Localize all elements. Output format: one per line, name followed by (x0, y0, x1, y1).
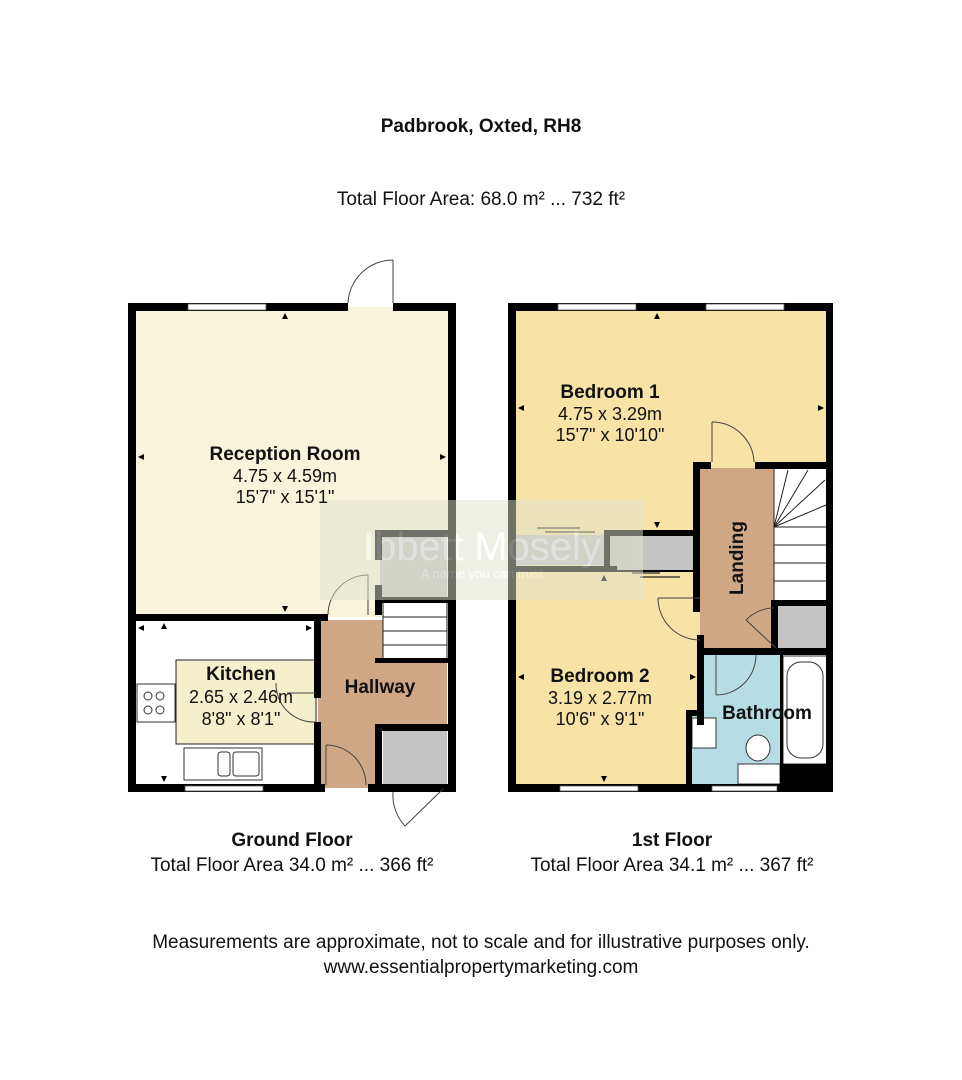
stairs (773, 467, 829, 603)
first-floor-plan (508, 303, 833, 792)
landing-floor (700, 468, 774, 648)
floor-name: Ground Floor (231, 830, 353, 851)
ground-floor-caption: Ground Floor Total Floor Area 34.0 m² ..… (100, 828, 484, 878)
room-dimensions-imperial: 10'6" x 9'1" (555, 709, 645, 729)
disclaimer: Measurements are approximate, not to sca… (152, 932, 810, 953)
room-label-bedroom-2: Bedroom 2 3.19 x 2.77m 10'6" x 9'1" (515, 666, 685, 730)
first-floor-caption: 1st Floor Total Floor Area 34.1 m² ... 3… (480, 828, 864, 878)
window (559, 785, 639, 792)
porch-cupboard (383, 730, 447, 786)
floor-name: 1st Floor (631, 830, 713, 851)
window (711, 785, 778, 792)
bedroom-2-floor (512, 572, 704, 788)
airing-cupboard (776, 606, 828, 648)
page-title: Padbrook, Oxted, RH8 (380, 116, 582, 137)
floor-area: Total Floor Area 34.0 m² ... 366 ft² (150, 855, 434, 876)
window (187, 303, 267, 311)
room-name: Bedroom 2 (550, 666, 650, 687)
room-dimensions-metric: 4.75 x 3.29m (557, 404, 663, 424)
dimension-markers (138, 313, 446, 782)
room-label-bathroom: Bathroom (722, 703, 812, 724)
room-dimensions-metric: 2.65 x 2.46m (188, 687, 294, 707)
window (557, 303, 637, 311)
room-dimensions-imperial: 15'7" x 15'1" (235, 487, 335, 507)
hob-icon (136, 683, 176, 723)
room-dimensions-metric: 3.19 x 2.77m (547, 688, 653, 708)
total-floor-area: Total Floor Area: 68.0 m² ... 732 ft² (336, 189, 626, 210)
window (184, 785, 264, 792)
svg-text:Ibbett Mosely: Ibbett Mosely (363, 525, 601, 569)
room-label-reception: Reception Room 4.75 x 4.59m 15'7" x 15'1… (185, 444, 385, 508)
footer: Measurements are approximate, not to sca… (0, 930, 962, 980)
watermark-logo: Ibbett Mosely A name you can trust (320, 500, 643, 600)
svg-text:A name you can trust: A name you can trust (421, 566, 544, 581)
floor-area: Total Floor Area 34.1 m² ... 367 ft² (530, 855, 814, 876)
room-name: Kitchen (206, 664, 276, 685)
room-dimensions-metric: 4.75 x 4.59m (232, 466, 338, 486)
toilet-icon (745, 734, 771, 762)
kitchen-counter-area (175, 659, 317, 745)
room-name: Bedroom 1 (560, 382, 660, 403)
room-label-bedroom-1: Bedroom 1 4.75 x 3.29m 15'7" x 10'10" (520, 382, 700, 446)
front-door (347, 259, 394, 304)
room-label-kitchen: Kitchen 2.65 x 2.46m 8'8" x 8'1" (176, 664, 306, 730)
room-dimensions-imperial: 8'8" x 8'1" (201, 709, 281, 729)
room-label-hallway: Hallway (344, 677, 416, 698)
porch-door (392, 788, 444, 827)
sink-icon (183, 747, 263, 781)
room-label-landing: Landing (727, 521, 748, 595)
window (705, 303, 785, 311)
room-name: Reception Room (209, 444, 361, 465)
website-link[interactable]: www.essentialpropertymarketing.com (323, 957, 639, 978)
room-dimensions-imperial: 15'7" x 10'10" (555, 425, 665, 445)
